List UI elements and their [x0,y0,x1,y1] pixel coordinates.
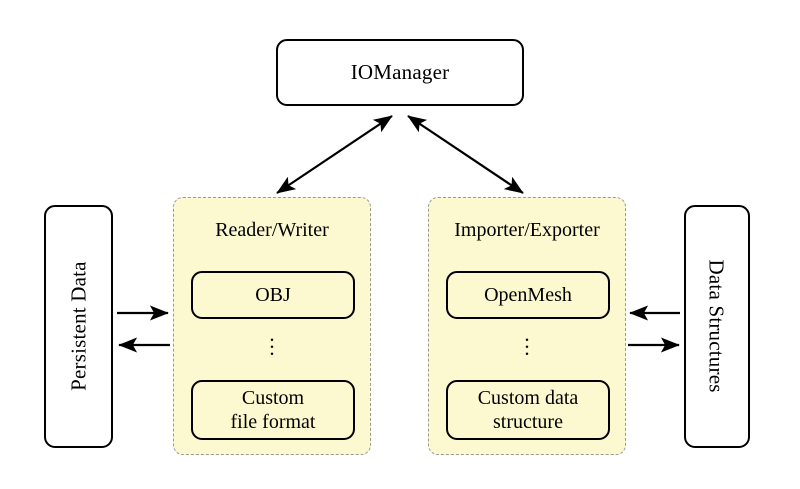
arrow-manager-importer-exporter [407,115,524,194]
arrow-manager-reader-writer [276,115,393,194]
data-structures-box[interactable]: Data Structures [684,205,750,448]
reader-writer-ellipsis: ... [269,322,275,360]
importer-exporter-ellipsis: ... [524,322,530,360]
group-title-importer-exporter: Importer/Exporter [454,219,600,241]
reader-writer-item-custom-file-format-label: Custom file format [230,387,316,433]
reader-writer-item-custom-file-format[interactable]: Custom file format [191,380,355,440]
io-manager-box[interactable]: IOManager [276,39,524,106]
persistent-data-label: Persistent Data [66,261,91,392]
importer-exporter-item-openmesh[interactable]: OpenMesh [446,271,610,319]
importer-exporter-item-custom-data-structure-label: Custom data structure [477,387,579,433]
reader-writer-item-obj-label: OBJ [255,284,291,306]
group-panel-importer-exporter: Importer/Exporter OpenMesh ... Custom da… [428,197,626,455]
importer-exporter-item-custom-data-structure[interactable]: Custom data structure [446,380,610,440]
group-title-reader-writer: Reader/Writer [215,219,329,241]
persistent-data-box[interactable]: Persistent Data [44,205,113,448]
data-structures-label: Data Structures [705,259,730,394]
reader-writer-item-obj[interactable]: OBJ [191,271,355,319]
importer-exporter-item-openmesh-label: OpenMesh [484,284,572,306]
io-manager-label: IOManager [350,60,450,85]
group-panel-reader-writer: Reader/Writer OBJ ... Custom file format [173,197,371,455]
